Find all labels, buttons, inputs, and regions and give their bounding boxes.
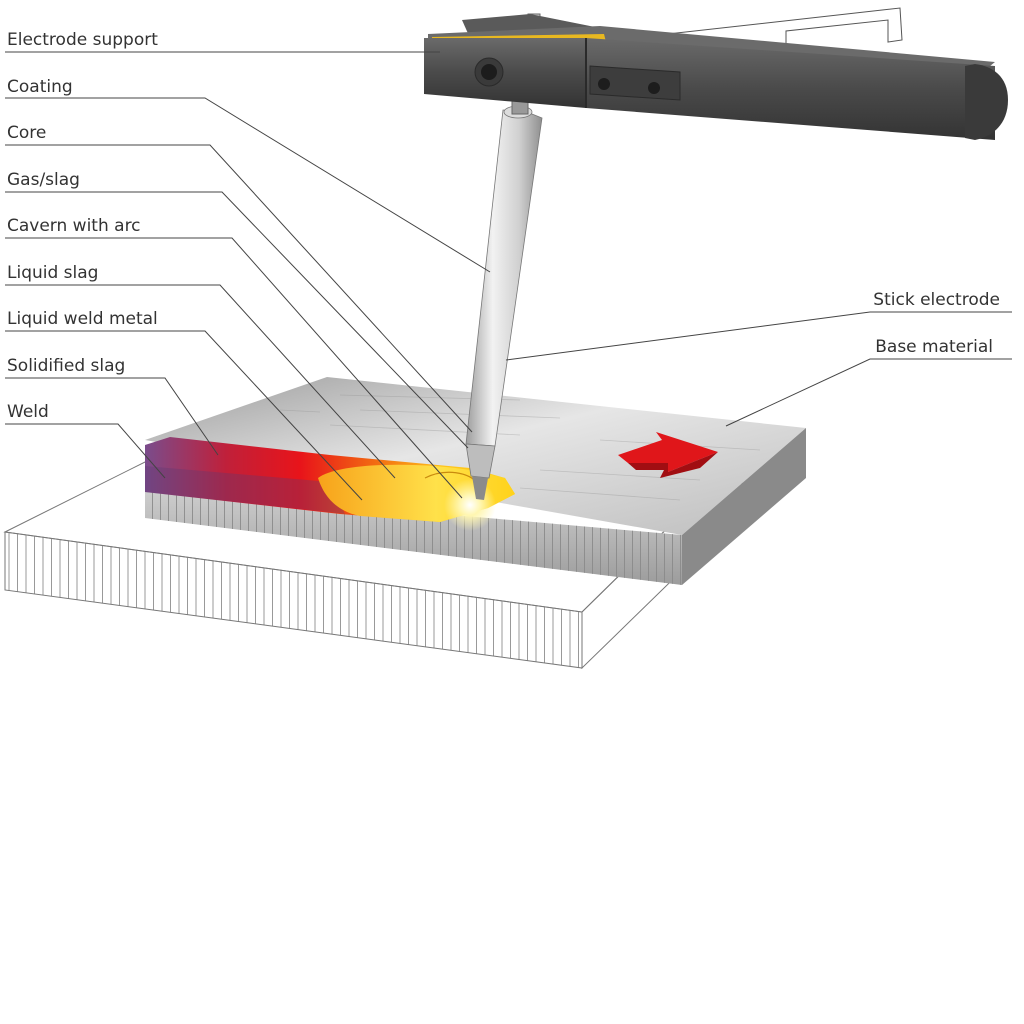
label-stick-electrode: Stick electrode [873, 290, 1000, 310]
label-electrode-support: Electrode support [7, 30, 158, 50]
label-solidified-slag: Solidified slag [7, 356, 125, 376]
labels: Electrode support Coating Core Gas/slag … [7, 30, 1000, 422]
leader-gas-slag [5, 191, 469, 449]
leader-cavern-with-arc [5, 237, 463, 499]
leader-stick-electrode [505, 311, 1012, 361]
electrode-support [424, 13, 1008, 140]
leader-liquid-slag [5, 284, 396, 479]
label-liquid-weld-metal: Liquid weld metal [7, 309, 158, 329]
leader-liquid-weld-metal [5, 330, 363, 501]
label-core: Core [7, 123, 46, 143]
label-cavern-with-arc: Cavern with arc [7, 216, 141, 236]
leader-coating [5, 97, 491, 273]
leader-base-material [725, 358, 1012, 427]
leader-solidified-slag [5, 377, 219, 456]
weld-bead [145, 437, 515, 531]
label-coating: Coating [7, 77, 73, 97]
leader-core [5, 144, 473, 433]
leader-weld [5, 423, 166, 479]
label-liquid-slag: Liquid slag [7, 263, 98, 283]
label-base-material: Base material [875, 337, 993, 357]
label-weld: Weld [7, 402, 49, 422]
red-arrow-icon [618, 432, 718, 478]
label-gas-slag: Gas/slag [7, 170, 80, 190]
leader-lines [5, 51, 1012, 501]
